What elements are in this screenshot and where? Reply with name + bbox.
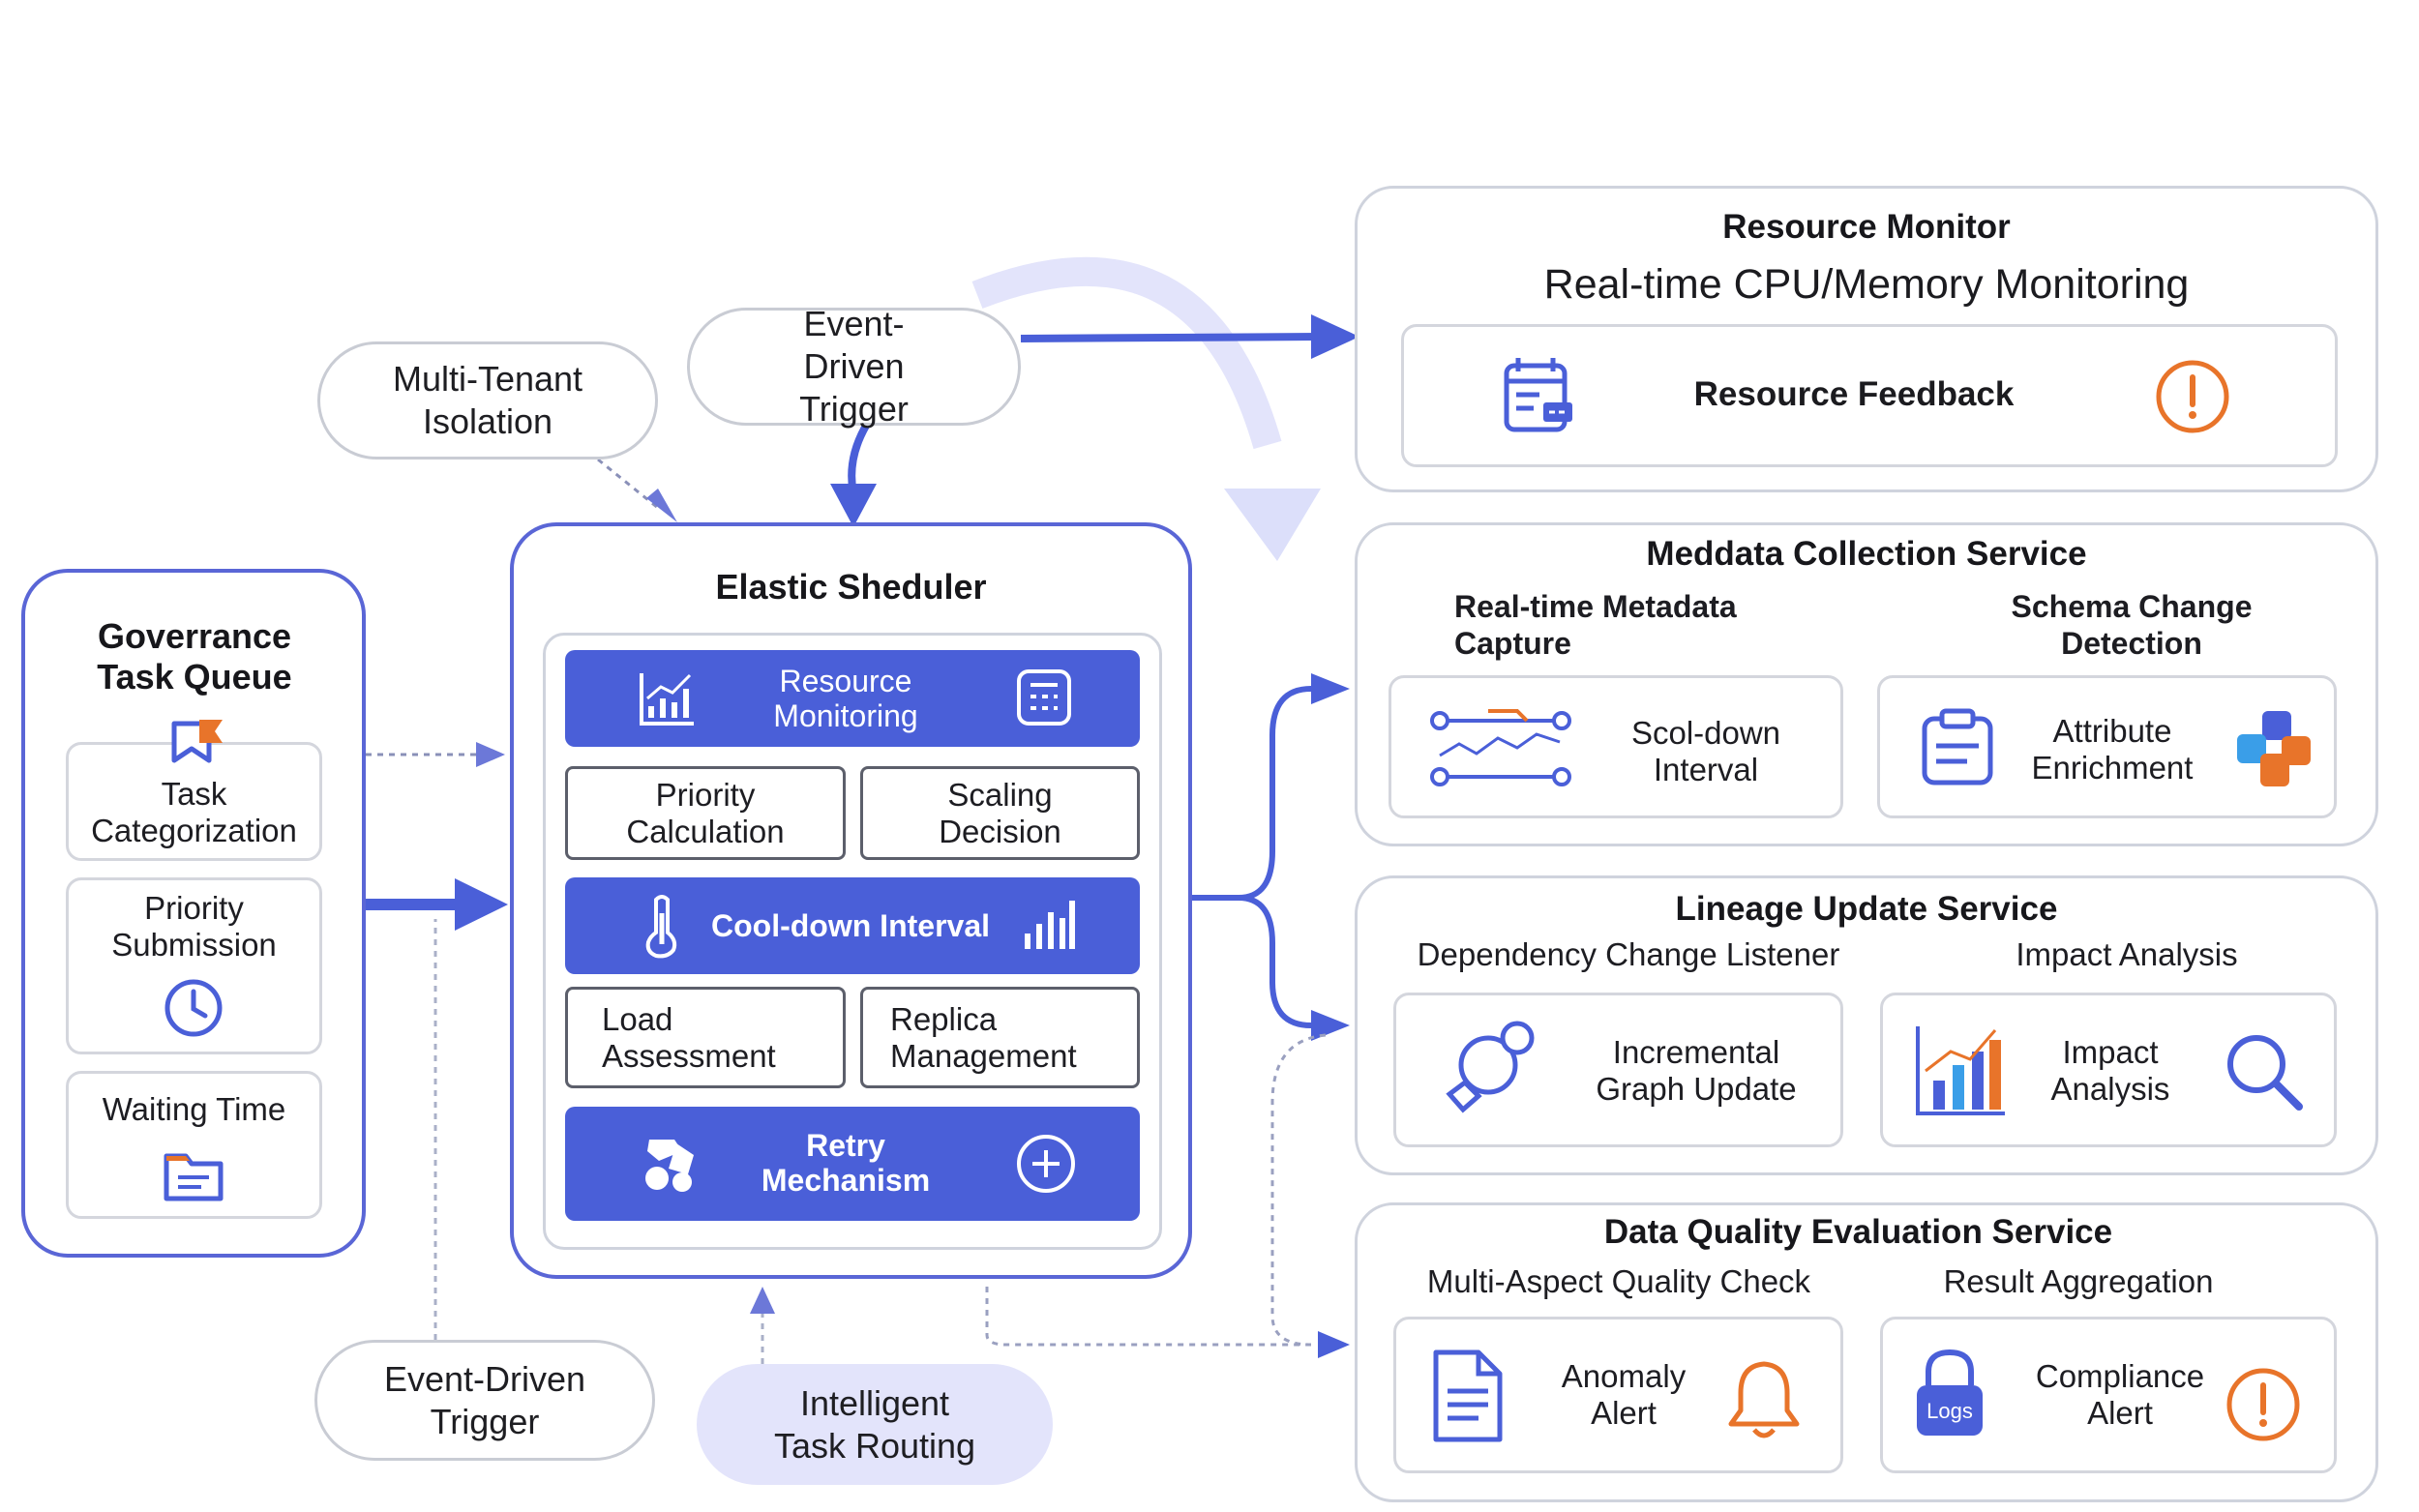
thermometer-icon bbox=[645, 895, 677, 959]
load-assessment-label: Load Assessment bbox=[602, 1000, 776, 1074]
replica-management-label: Replica Management bbox=[890, 1000, 1077, 1074]
metadata-left-card[interactable]: Scol-down Interval bbox=[1389, 675, 1843, 818]
metadata-left-heading: Real-time Metadata Capture bbox=[1454, 589, 1737, 661]
priority-calculation-cell[interactable]: Priority Calculation bbox=[565, 766, 846, 860]
alert-icon bbox=[2226, 1368, 2300, 1441]
resource-monitoring-bar[interactable]: Resource Monitoring bbox=[565, 650, 1140, 747]
calculator-icon bbox=[1017, 669, 1071, 726]
magnifier-icon bbox=[2227, 1035, 2303, 1111]
priority-calculation-label: Priority Calculation bbox=[626, 776, 785, 849]
elastic-scheduler: Elastic Sheduler Resource Monitoring Pri… bbox=[510, 522, 1192, 1279]
lineage-left-heading: Dependency Change Listener bbox=[1417, 936, 1840, 972]
resource-monitoring-label: Resource Monitoring bbox=[773, 664, 918, 733]
arrow-event-to-scheduler bbox=[848, 424, 870, 494]
metadata-right-card-label: Attribute Enrichment bbox=[2031, 713, 2194, 786]
clipboard-icon bbox=[1922, 708, 1993, 786]
bar-chart-icon bbox=[640, 673, 694, 726]
multi-tenant-label: Multi-Tenant Isolation bbox=[392, 359, 583, 441]
load-assessment-cell[interactable]: Load Assessment bbox=[565, 987, 846, 1088]
clock-icon bbox=[164, 979, 223, 1037]
lineage-left-card-label: Incremental Graph Update bbox=[1596, 1034, 1797, 1107]
queue-item-priority-submission[interactable]: Priority Submission bbox=[66, 877, 322, 1054]
queue-item-label: Priority Submission bbox=[111, 890, 277, 963]
lineage-update-panel: Lineage Update Service Dependency Change… bbox=[1355, 875, 2378, 1175]
cooldown-interval-bar[interactable]: Cool-down Interval bbox=[565, 877, 1140, 974]
metadata-title: Meddata Collection Service bbox=[1646, 535, 2087, 573]
queue-item-waiting-time[interactable]: Waiting Time bbox=[66, 1071, 322, 1219]
arrow-dotted-quality bbox=[985, 1287, 1311, 1347]
logs-badge-text: Logs bbox=[1926, 1399, 1973, 1423]
resource-monitor-subtitle: Real-time CPU/Memory Monitoring bbox=[1543, 261, 2190, 308]
line-chart-icon bbox=[1430, 709, 1571, 786]
bell-icon bbox=[1728, 1361, 1800, 1438]
cooldown-label: Cool-down Interval bbox=[711, 908, 990, 943]
metadata-left-card-label: Scol-down Interval bbox=[1630, 715, 1781, 787]
event-driven-trigger-bottom-pill: Event-Driven Trigger bbox=[314, 1340, 655, 1461]
event-top-label: Event-Driven Trigger bbox=[799, 304, 909, 429]
resource-monitor-panel: Resource Monitor Real-time CPU/Memory Mo… bbox=[1355, 186, 2378, 492]
quality-left-heading: Multi-Aspect Quality Check bbox=[1426, 1263, 1811, 1299]
alert-icon bbox=[2156, 360, 2229, 433]
retry-label: Retry Mechanism bbox=[761, 1128, 931, 1198]
queue-item-label: Task Categorization bbox=[91, 776, 297, 848]
resource-monitor-title: Resource Monitor bbox=[1722, 208, 2011, 246]
arrow-scheduler-branch bbox=[1192, 686, 1312, 901]
quality-left-card-label: Anomaly Alert bbox=[1561, 1358, 1687, 1431]
replica-management-cell[interactable]: Replica Management bbox=[860, 987, 1140, 1088]
scheduler-title: Elastic Sheduler bbox=[715, 567, 987, 607]
lock-logs-icon: Logs bbox=[1917, 1349, 1983, 1436]
signal-bars-icon bbox=[1025, 901, 1075, 949]
queue-item-task-categorization[interactable]: Task Categorization bbox=[66, 742, 322, 861]
data-quality-panel: Data Quality Evaluation Service Multi-As… bbox=[1355, 1202, 2378, 1502]
queue-title: Goverrance Task Queue bbox=[97, 616, 292, 697]
scheduler-inner-panel: Resource Monitoring Priority Calculation… bbox=[543, 633, 1162, 1250]
lineage-right-card-label: Impact Analysis bbox=[2050, 1034, 2170, 1107]
lineage-title: Lineage Update Service bbox=[1675, 890, 2058, 928]
add-circle-icon bbox=[1017, 1135, 1075, 1193]
resource-feedback-label: Resource Feedback bbox=[1693, 375, 2015, 413]
quality-left-card[interactable]: Anomaly Alert bbox=[1393, 1317, 1843, 1473]
queue-item-label: Waiting Time bbox=[102, 1091, 286, 1127]
curved-feedback-arrow bbox=[971, 256, 1282, 450]
multi-tenant-isolation-pill: Multi-Tenant Isolation bbox=[317, 341, 658, 460]
retry-mechanism-bar[interactable]: Retry Mechanism bbox=[565, 1107, 1140, 1221]
intelligent-task-routing-pill: Intelligent Task Routing bbox=[697, 1364, 1053, 1485]
quality-right-heading: Result Aggregation bbox=[1943, 1263, 2214, 1299]
calendar-icon bbox=[1504, 358, 1572, 432]
resource-feedback-card[interactable]: Resource Feedback bbox=[1401, 324, 2338, 467]
metadata-right-card[interactable]: Attribute Enrichment bbox=[1877, 675, 2337, 818]
event-driven-trigger-top-pill: Event-Driven Trigger bbox=[687, 304, 1021, 429]
metadata-collection-panel: Meddata Collection Service Real-time Met… bbox=[1355, 522, 2378, 846]
arrow-multitenant-to-scheduler bbox=[597, 458, 659, 510]
routing-label: Intelligent Task Routing bbox=[773, 1382, 976, 1466]
curved-feedback-arrowhead bbox=[1224, 489, 1321, 561]
event-bottom-label: Event-Driven Trigger bbox=[383, 1358, 586, 1441]
trend-chart-icon bbox=[1916, 1026, 2005, 1115]
quality-right-card-label: Compliance Alert bbox=[2035, 1358, 2205, 1431]
arrow-to-resource-monitor bbox=[1020, 333, 1322, 342]
lineage-right-card[interactable]: Impact Analysis bbox=[1880, 993, 2337, 1147]
graph-node-icon bbox=[1446, 1021, 1535, 1113]
quality-right-card[interactable]: Logs Compliance Alert bbox=[1880, 1317, 2337, 1473]
blocks-icon bbox=[2237, 711, 2311, 786]
document-icon bbox=[1433, 1349, 1503, 1442]
lineage-right-heading: Impact Analysis bbox=[2016, 936, 2238, 972]
shapes-icon bbox=[645, 1140, 694, 1192]
scaling-decision-cell[interactable]: Scaling Decision bbox=[860, 766, 1140, 860]
quality-title: Data Quality Evaluation Service bbox=[1603, 1213, 2113, 1251]
metadata-right-heading: Schema Change Detection bbox=[2011, 589, 2253, 661]
governance-task-queue: Goverrance Task Queue Task Categorizatio… bbox=[21, 569, 366, 1258]
lineage-left-card[interactable]: Incremental Graph Update bbox=[1393, 993, 1843, 1147]
folder-icon bbox=[164, 1153, 224, 1201]
flag-icon bbox=[171, 720, 223, 763]
scaling-decision-label: Scaling Decision bbox=[939, 776, 1061, 849]
